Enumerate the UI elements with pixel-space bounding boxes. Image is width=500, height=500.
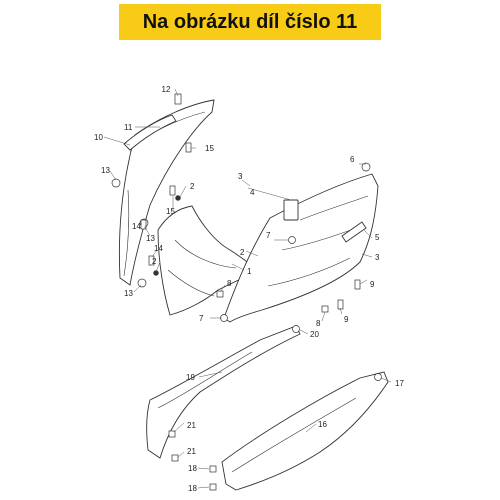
callout-2-mid: 2: [240, 248, 245, 257]
callout-2-upper: 2: [190, 182, 195, 191]
callout-3-upper: 3: [238, 172, 243, 181]
fastener-21-lower: [171, 454, 179, 462]
callout-16: 16: [318, 420, 327, 429]
part-number-banner: Na obrázku díl číslo 11: [119, 4, 381, 40]
leader-lines: [103, 88, 392, 489]
fasteners: [111, 93, 382, 491]
callout-4: 4: [250, 188, 255, 197]
callout-20: 20: [310, 330, 319, 339]
fastener-13-lower: [137, 278, 147, 288]
part-3-side-cover: [223, 173, 379, 323]
fastener-6: [361, 162, 371, 172]
fastener-9-upper: [354, 279, 361, 290]
fastener-14-upper: [140, 219, 147, 230]
part-1-front-cover: [157, 205, 256, 316]
callout-8-upper: 8: [227, 279, 232, 288]
callout-18-upper: 18: [188, 464, 197, 473]
callout-14-upper: 14: [132, 222, 141, 231]
callout-21-upper: 21: [187, 421, 196, 430]
fastener-14-lower: [148, 255, 155, 266]
callout-13-lower: 13: [124, 289, 133, 298]
callout-12: 12: [162, 85, 171, 94]
callout-21-lower: 21: [187, 447, 196, 456]
callout-15-lower: 15: [166, 207, 175, 216]
callout-labels: 12 11 10 13 15 2 15 14 13 14 2 13 1 8 7 …: [94, 85, 404, 493]
fastener-8-lower: [321, 305, 329, 313]
fastener-15-upper: [185, 142, 192, 153]
callout-15-upper: 15: [205, 144, 214, 153]
callout-17: 17: [395, 379, 404, 388]
callout-6: 6: [350, 155, 355, 164]
fastener-17: [374, 373, 382, 381]
callout-9-upper: 9: [370, 280, 375, 289]
fastener-8-upper: [216, 290, 224, 298]
callout-9-lower: 9: [344, 315, 349, 324]
callout-2-lower: 2: [152, 257, 157, 266]
fastener-9-lower: [337, 299, 344, 310]
part-5-emblem: [341, 221, 367, 243]
callout-7-lower: 7: [199, 314, 204, 323]
fastener-21-upper: [168, 430, 176, 438]
callout-7-upper: 7: [266, 231, 271, 240]
callout-13-upper: 13: [101, 166, 110, 175]
callout-11: 11: [124, 123, 133, 132]
fastener-2-lower: [153, 270, 159, 276]
fastener-18-upper: [209, 465, 217, 473]
callout-3-lower: 3: [375, 253, 380, 262]
part-4-bracket: [283, 199, 299, 221]
callout-8-lower: 8: [316, 319, 321, 328]
fastener-7-upper: [288, 236, 296, 244]
fastener-2-upper: [175, 195, 181, 201]
fastener-13-upper: [111, 178, 121, 188]
callout-1: 1: [247, 267, 252, 276]
callout-13-mid: 13: [146, 234, 155, 243]
callout-19: 19: [186, 373, 195, 382]
part-19-footboard-side: [146, 325, 301, 459]
callout-5: 5: [375, 233, 380, 242]
callout-14-lower: 14: [154, 244, 163, 253]
fastener-20: [292, 325, 300, 333]
part-11-trim-strip: [123, 114, 177, 151]
callout-18-lower: 18: [188, 484, 197, 493]
part-16-footboard-lower: [221, 371, 389, 491]
fastener-15-lower: [169, 185, 176, 196]
callout-10: 10: [94, 133, 103, 142]
banner-title: Na obrázku díl číslo 11: [142, 10, 358, 33]
fastener-12: [174, 93, 182, 105]
fastener-18-lower: [209, 483, 217, 491]
